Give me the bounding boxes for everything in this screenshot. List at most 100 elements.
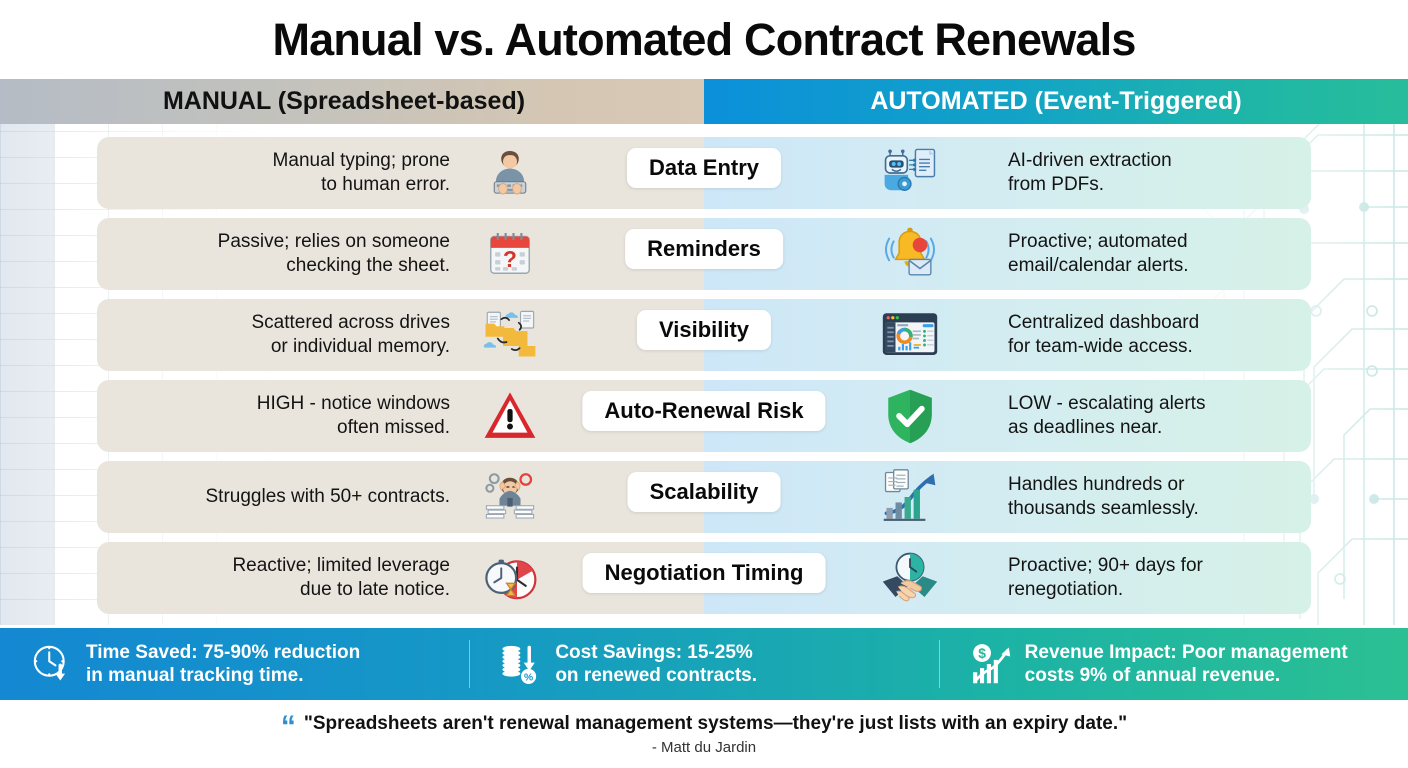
stat-line1: Time Saved: 75-90% reduction bbox=[86, 642, 361, 663]
manual-text-line1: HIGH - notice windows bbox=[256, 393, 450, 414]
automated-description: Proactive; 90+ days for renegotiation. bbox=[1008, 542, 1308, 614]
comparison-row: Struggles with 50+ contracts. bbox=[0, 461, 1408, 533]
stat-item: Time Saved: 75-90% reduction in manual t… bbox=[0, 628, 469, 700]
automated-text-line2: for team-wide access. bbox=[1008, 336, 1193, 357]
automated-text-line1: AI-driven extraction bbox=[1008, 150, 1172, 171]
title-bar: Manual vs. Automated Contract Renewals bbox=[0, 0, 1408, 79]
automated-text-line2: from PDFs. bbox=[1008, 174, 1105, 195]
warning-triangle-icon bbox=[455, 380, 565, 452]
automated-text-line1: Handles hundreds or bbox=[1008, 474, 1185, 495]
feature-label: Reminders bbox=[647, 236, 761, 261]
shield-checkmark-icon bbox=[852, 380, 967, 452]
automated-text-line1: Centralized dashboard bbox=[1008, 312, 1200, 333]
automated-text-line1: Proactive; 90+ days for bbox=[1008, 555, 1203, 576]
robot-document-extraction-icon bbox=[852, 137, 967, 209]
automated-text-line2: email/calendar alerts. bbox=[1008, 255, 1189, 276]
feature-label: Visibility bbox=[658, 317, 750, 342]
manual-text-line2: to human error. bbox=[321, 174, 450, 195]
quote-block: “ "Spreadsheets aren't renewal managemen… bbox=[0, 700, 1408, 768]
automated-text-line2: thousands seamlessly. bbox=[1008, 498, 1199, 519]
comparison-row: Reactive; limited leverage due to late n… bbox=[0, 542, 1408, 614]
calendar-question-mark-icon: ? bbox=[455, 218, 565, 290]
automated-text-line2: as deadlines near. bbox=[1008, 417, 1163, 438]
automated-card bbox=[704, 461, 1311, 533]
dollar-growth-chart-icon: $ bbox=[969, 642, 1013, 686]
manual-description: Reactive; limited leverage due to late n… bbox=[110, 542, 450, 614]
feature-label: Scalability bbox=[649, 479, 759, 504]
clock-down-arrow-icon bbox=[30, 642, 74, 686]
quote-author: - Matt du Jardin bbox=[651, 738, 757, 756]
feature-label: Auto-Renewal Risk bbox=[604, 398, 804, 423]
comparison-row: Passive; relies on someone checking the … bbox=[0, 218, 1408, 290]
stopwatch-clock-hourglass-icon bbox=[455, 542, 565, 614]
quote-mark-icon: “ bbox=[280, 709, 296, 743]
stat-text: Cost Savings: 15-25% on renewed contract… bbox=[555, 641, 757, 687]
stressed-person-paperwork-icon bbox=[455, 461, 565, 533]
svg-text:%: % bbox=[524, 673, 533, 684]
stat-line2: on renewed contracts. bbox=[555, 665, 757, 686]
stat-item: $ Revenue Impact: Poor management costs … bbox=[938, 628, 1408, 700]
stat-line1: Revenue Impact: Poor management bbox=[1024, 642, 1348, 663]
feature-label-pill[interactable]: Auto-Renewal Risk bbox=[582, 391, 826, 431]
manual-text-line2: often missed. bbox=[337, 417, 450, 438]
dashboard-window-icon bbox=[852, 299, 967, 371]
feature-label-pill[interactable]: Negotiation Timing bbox=[582, 553, 826, 593]
comparison-row: HIGH - notice windows often missed. LOW … bbox=[0, 380, 1408, 452]
automated-description: LOW - escalating alerts as deadlines nea… bbox=[1008, 380, 1308, 452]
automated-text-line1: Proactive; automated bbox=[1008, 231, 1188, 252]
manual-card bbox=[97, 137, 704, 209]
manual-description: Passive; relies on someone checking the … bbox=[110, 218, 450, 290]
scattered-folders-cloud-icon bbox=[455, 299, 565, 371]
feature-label: Data Entry bbox=[648, 155, 760, 180]
manual-text-line2: due to late notice. bbox=[300, 579, 450, 600]
person-typing-keyboard-icon bbox=[455, 137, 565, 209]
automated-card bbox=[704, 218, 1311, 290]
automated-description: AI-driven extraction from PDFs. bbox=[1008, 137, 1308, 209]
manual-text-line1: Reactive; limited leverage bbox=[232, 555, 450, 576]
stat-item: % Cost Savings: 15-25% on renewed contra… bbox=[469, 628, 938, 700]
stat-line2: costs 9% of annual revenue. bbox=[1024, 665, 1281, 686]
manual-description: Scattered across drives or individual me… bbox=[110, 299, 450, 371]
manual-text-line1: Passive; relies on someone bbox=[217, 231, 450, 252]
column-headers: MANUAL (Spreadsheet-based) AUTOMATED (Ev… bbox=[0, 79, 1408, 124]
manual-description: Struggles with 50+ contracts. bbox=[110, 461, 451, 533]
svg-text:?: ? bbox=[503, 246, 517, 272]
quote-line: “ "Spreadsheets aren't renewal managemen… bbox=[280, 709, 1128, 743]
manual-description: Manual typing; prone to human error. bbox=[110, 137, 450, 209]
handshake-clock-icon bbox=[852, 542, 967, 614]
feature-label-pill[interactable]: Data Entry bbox=[626, 148, 782, 188]
manual-card bbox=[97, 299, 704, 371]
coins-down-percent-icon: % bbox=[499, 642, 543, 686]
manual-description: HIGH - notice windows often missed. bbox=[110, 380, 450, 452]
feature-label-pill[interactable]: Visibility bbox=[636, 310, 772, 350]
manual-card bbox=[97, 218, 704, 290]
stat-line2: in manual tracking time. bbox=[86, 665, 304, 686]
growth-chart-documents-icon bbox=[852, 461, 967, 533]
feature-label-pill[interactable]: Reminders bbox=[625, 229, 783, 269]
stat-line1: Cost Savings: 15-25% bbox=[555, 642, 753, 663]
automated-text-line1: LOW - escalating alerts bbox=[1008, 393, 1206, 414]
quote-text: "Spreadsheets aren't renewal management … bbox=[303, 712, 1128, 734]
manual-text-line1: Scattered across drives bbox=[251, 312, 450, 333]
manual-text-line2: or individual memory. bbox=[270, 336, 450, 357]
automated-description: Handles hundreds or thousands seamlessly… bbox=[1008, 461, 1308, 533]
feature-label: Negotiation Timing bbox=[604, 560, 804, 585]
automated-card bbox=[704, 299, 1311, 371]
automated-card bbox=[704, 137, 1311, 209]
stat-text: Revenue Impact: Poor management costs 9%… bbox=[1025, 641, 1348, 687]
svg-text:$: $ bbox=[978, 646, 986, 661]
manual-column-header-label: MANUAL (Spreadsheet-based) bbox=[162, 87, 526, 115]
comparison-row: Scattered across drives or individual me… bbox=[0, 299, 1408, 371]
manual-text-line1: Manual typing; prone bbox=[272, 150, 450, 171]
automated-description: Centralized dashboard for team-wide acce… bbox=[1008, 299, 1308, 371]
manual-column-header: MANUAL (Spreadsheet-based) bbox=[0, 79, 704, 124]
manual-text-line1: Struggles with 50+ contracts. bbox=[205, 486, 451, 507]
automated-description: Proactive; automated email/calendar aler… bbox=[1008, 218, 1308, 290]
automated-text-line2: renegotiation. bbox=[1008, 579, 1124, 600]
feature-label-pill[interactable]: Scalability bbox=[627, 472, 781, 512]
page-title: Manual vs. Automated Contract Renewals bbox=[272, 13, 1136, 65]
automated-column-header: AUTOMATED (Event-Triggered) bbox=[704, 79, 1408, 124]
stats-bar: Time Saved: 75-90% reduction in manual t… bbox=[0, 628, 1408, 700]
ringing-bell-envelope-icon bbox=[852, 218, 967, 290]
comparison-rows: Manual typing; prone to human error. bbox=[0, 124, 1408, 625]
